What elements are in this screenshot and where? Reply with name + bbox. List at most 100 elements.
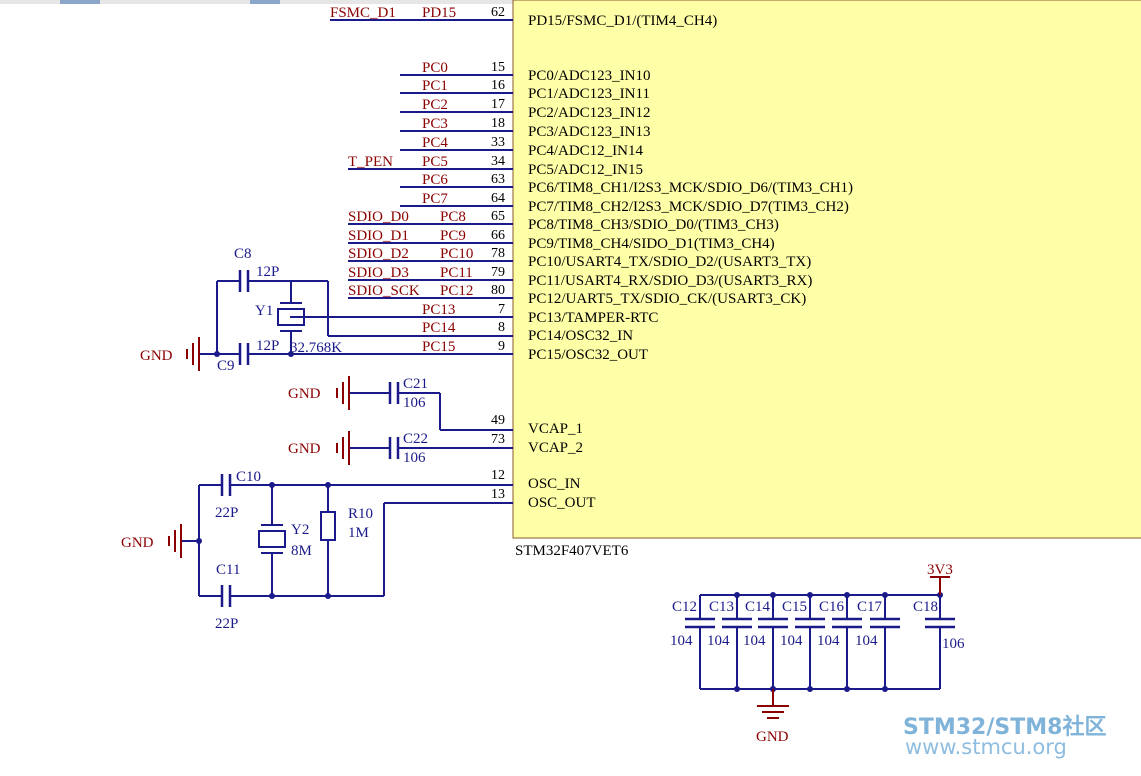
cap-ref: C17	[857, 599, 883, 615]
r10-ref: R10	[348, 506, 373, 522]
pin-label[interactable]: PC6/TIM8_CH1/I2S3_MCK/SDIO_D6/(TIM3_CH1)	[528, 180, 853, 196]
rtc-crystal-section	[199, 270, 513, 365]
gnd-label-c22: GND	[288, 441, 321, 457]
junction	[844, 592, 850, 598]
pin-label[interactable]: PC5/ADC12_IN15	[528, 162, 643, 178]
pin-label[interactable]: OSC_IN	[528, 476, 581, 492]
junction	[325, 593, 331, 599]
pin-label[interactable]: PC14/OSC32_IN	[528, 328, 633, 344]
hse-crystal-section	[181, 474, 513, 607]
pin-number: 33	[491, 135, 505, 150]
pin-label[interactable]: OSC_OUT	[528, 495, 596, 511]
pin-label[interactable]: PC4/ADC12_IN14	[528, 143, 644, 159]
extra-net-label: T_PEN	[348, 154, 393, 170]
pin-number: 73	[491, 432, 505, 447]
c11-value: 22P	[215, 616, 238, 632]
junction	[844, 686, 850, 692]
pin-label[interactable]: VCAP_2	[528, 440, 583, 456]
pin-label[interactable]: PC11/USART4_RX/SDIO_D3/(USART3_RX)	[528, 273, 812, 289]
pin-label[interactable]: PC9/TIM8_CH4/SIDO_D1(TIM3_CH4)	[528, 236, 775, 252]
chip-pins: 62PD15/FSMC_D1/(TIM4_CH4)PD15FSMC_D115PC…	[290, 5, 853, 511]
junction	[807, 686, 813, 692]
gnd-label-c21: GND	[288, 386, 321, 402]
extra-net-label: FSMC_D1	[330, 5, 396, 21]
gnd-symbol-hse	[168, 524, 182, 558]
extra-net-label: SDIO_D1	[348, 228, 409, 244]
junction	[196, 538, 202, 544]
watermark-url: www.stmcu.org	[905, 735, 1067, 759]
cap-ref: C15	[782, 599, 807, 615]
pin-number: 12	[491, 468, 505, 483]
cap-ref: C14	[745, 599, 771, 615]
vcap-section	[349, 382, 513, 459]
net-label: PC8	[440, 209, 466, 225]
pin-label[interactable]: PC2/ADC123_IN12	[528, 105, 651, 121]
c10-value: 22P	[215, 505, 238, 521]
pin-label[interactable]: PC10/USART4_TX/SDIO_D2/(USART3_TX)	[528, 254, 811, 270]
pin-label[interactable]: PC1/ADC123_IN11	[528, 86, 650, 102]
net-label: PC11	[440, 265, 473, 281]
pin-label[interactable]: PC0/ADC123_IN10	[528, 68, 651, 84]
pin-number: 64	[491, 191, 505, 206]
y1-value: 32.768K	[290, 340, 342, 356]
pin-label[interactable]: PC7/TIM8_CH2/I2S3_MCK/SDIO_D7(TIM3_CH2)	[528, 199, 849, 215]
net-label: PC14	[422, 320, 456, 336]
chip-body[interactable]	[512, 0, 1141, 539]
pin-number: 66	[491, 228, 505, 243]
gnd-symbol-c9	[186, 337, 200, 371]
net-label: PC2	[422, 97, 448, 113]
pin-number: 80	[491, 283, 505, 298]
pin-label[interactable]: PC12/UART5_TX/SDIO_CK/(USART3_CK)	[528, 291, 806, 307]
c8-value: 12P	[256, 264, 279, 280]
vcc-label: 3V3	[927, 562, 953, 578]
gnd-label-hse: GND	[121, 535, 154, 551]
net-label: PC3	[422, 116, 448, 132]
junction	[325, 482, 331, 488]
net-label: PC10	[440, 246, 473, 262]
pin-label[interactable]: PC3/ADC123_IN13	[528, 124, 651, 140]
pin-label[interactable]: VCAP_1	[528, 421, 583, 437]
pin-number: 49	[491, 413, 505, 428]
junction	[770, 592, 776, 598]
net-label: PC1	[422, 78, 448, 94]
junction	[882, 592, 888, 598]
net-label: PC9	[440, 228, 466, 244]
pin-number: 16	[491, 78, 505, 93]
decoupling-caps: C12104C13104C14104C15104C16104C17104C181…	[670, 592, 965, 692]
pin-number: 62	[491, 5, 505, 20]
gnd-label-c9: GND	[140, 348, 173, 364]
pin-label[interactable]: PD15/FSMC_D1/(TIM4_CH4)	[528, 13, 717, 29]
pin-label[interactable]: PC13/TAMPER-RTC	[528, 310, 658, 326]
net-label: PC15	[422, 339, 455, 355]
pin-number: 9	[498, 339, 505, 354]
pin-number: 7	[498, 302, 505, 317]
chip-name: STM32F407VET6	[515, 543, 629, 559]
y2-ref: Y2	[291, 522, 309, 538]
pin-number: 8	[498, 320, 505, 335]
pin-label[interactable]: PC8/TIM8_CH3/SDIO_D0/(TIM3_CH3)	[528, 217, 779, 233]
pin-number: 15	[491, 60, 505, 75]
junction	[269, 593, 275, 599]
junction	[288, 351, 294, 357]
net-label: PC0	[422, 60, 448, 76]
pin-label[interactable]: PC15/OSC32_OUT	[528, 347, 648, 363]
pin-number: 78	[491, 246, 505, 261]
vcc-symbol	[930, 576, 950, 595]
pin-number: 63	[491, 172, 505, 187]
cap-value: 104	[817, 633, 840, 649]
cap-value: 104	[670, 633, 693, 649]
c21-ref: C21	[403, 376, 428, 392]
watermark-title: STM32/STM8社区	[903, 714, 1106, 740]
y2-value: 8M	[291, 543, 312, 559]
c22-ref: C22	[403, 431, 428, 447]
gnd-symbol-bottom	[757, 689, 789, 719]
pin-number: 13	[491, 487, 505, 502]
net-label: PC4	[422, 135, 448, 151]
r10-value: 1M	[348, 525, 369, 541]
pin-number: 18	[491, 116, 505, 131]
gnd-symbol-c22	[336, 431, 350, 465]
extra-net-label: SDIO_D0	[348, 209, 409, 225]
cap-value: 104	[780, 633, 803, 649]
